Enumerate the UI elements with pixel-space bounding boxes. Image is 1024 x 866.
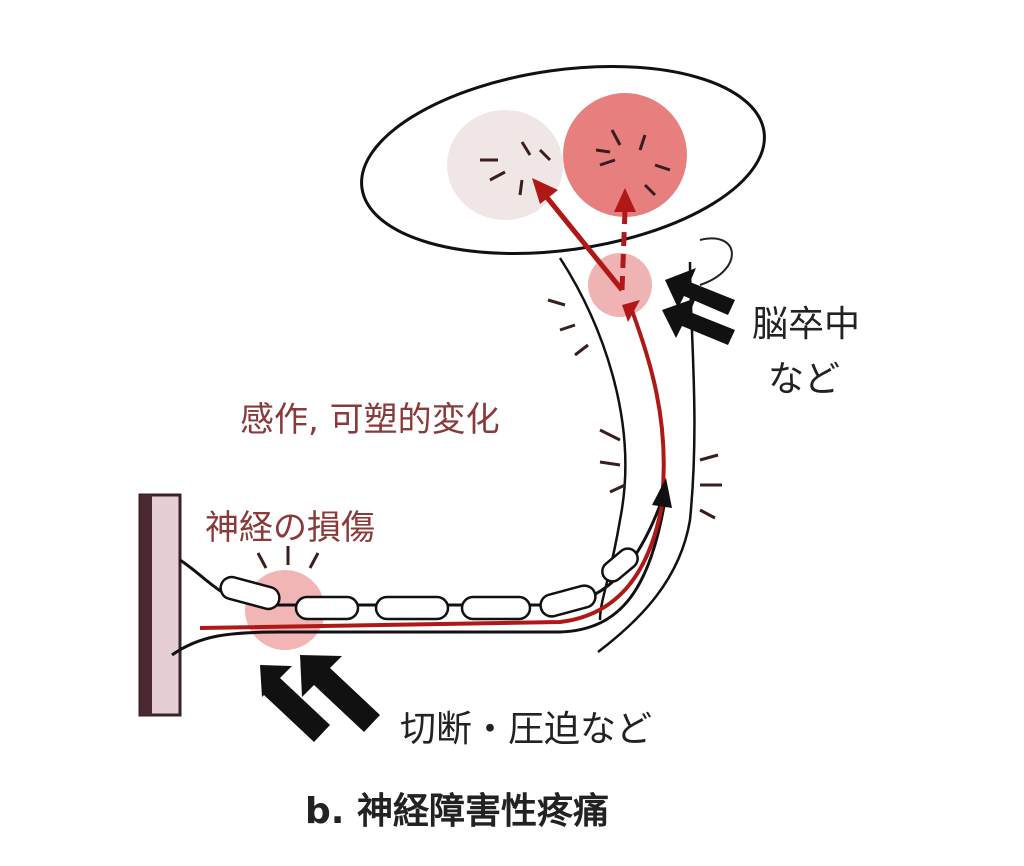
pathway-dashed xyxy=(619,209,628,291)
myelin-segment xyxy=(374,595,450,621)
arrowhead-spinal xyxy=(622,300,640,322)
cortex-area-sensitized xyxy=(563,93,687,217)
nerve-fiber-lower xyxy=(171,499,667,657)
myelin-segment xyxy=(460,595,532,621)
cortex-area-normal xyxy=(447,110,563,220)
figure-caption: b. 神経障害性疼痛 xyxy=(305,791,609,832)
myelin-segment xyxy=(219,575,281,611)
label-cut-compression: 切断・圧迫など xyxy=(400,709,653,750)
arrow-icon xyxy=(260,665,330,742)
myelin-sheaths xyxy=(219,547,639,621)
myelin-segment xyxy=(539,584,597,618)
arrowhead-cortex xyxy=(532,178,558,204)
arrow-icon xyxy=(665,268,735,315)
pathway-to-cortex xyxy=(543,193,624,292)
arrow-icon xyxy=(300,655,380,732)
label-stroke-etc: など xyxy=(768,359,841,400)
arrow-icon xyxy=(662,298,735,345)
pain-rays xyxy=(256,129,722,569)
pathway-peripheral xyxy=(199,504,664,630)
label-stroke: 脳卒中 xyxy=(752,304,861,345)
arrowhead-peripheral xyxy=(652,478,672,508)
label-sensitization: 感作, 可塑的変化 xyxy=(240,400,500,440)
pathway-spinal xyxy=(628,304,666,501)
arrowhead-dashed xyxy=(614,188,636,212)
myelin-segment xyxy=(601,547,639,583)
label-nerve-injury: 神経の損傷 xyxy=(205,508,375,548)
cerebellum xyxy=(699,237,733,286)
myelin-segment xyxy=(294,595,360,621)
injury-arrows xyxy=(260,268,735,742)
